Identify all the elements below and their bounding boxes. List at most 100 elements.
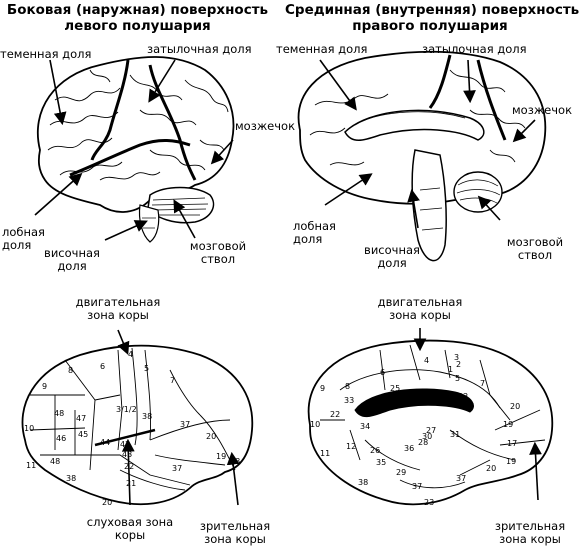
label-medial-parietal: теменная доля bbox=[276, 42, 368, 56]
label-med-visual-line1: зрительная bbox=[494, 519, 566, 533]
label-medial-temporal-line2: доля bbox=[377, 256, 407, 270]
area-39-lateral: 37 bbox=[180, 420, 191, 429]
area-22-lateral: 22 bbox=[124, 462, 135, 471]
label-medial-occipital: затылочная доля bbox=[422, 42, 527, 56]
label-lat-auditory-line1: слуховая зона bbox=[86, 515, 174, 529]
area-11-medial: 11 bbox=[320, 449, 331, 458]
area-8-medial: 8 bbox=[345, 382, 351, 391]
medial-title-line1: Срединная (внутренняя) поверхность bbox=[285, 2, 580, 18]
label-lateral-frontal-line1: лобная bbox=[2, 225, 45, 239]
label-lat-auditory-line2: коры bbox=[114, 528, 146, 542]
label-lat-visual: зрительная зона коры bbox=[195, 520, 275, 546]
area-32-medial: 33 bbox=[344, 396, 355, 405]
area-40-lateral: 38 bbox=[142, 412, 153, 421]
area-6-medial: 6 bbox=[380, 368, 386, 377]
area-29-medial: 30 bbox=[422, 432, 433, 441]
area-10-lateral: 10 bbox=[24, 424, 35, 433]
lateral-title-line2: левого полушария bbox=[64, 18, 211, 34]
medial-brain-illustration bbox=[297, 50, 547, 262]
area-46-lateral: 47 bbox=[76, 414, 87, 423]
label-med-motor: двигательная зона коры bbox=[370, 296, 470, 322]
area-4-medial: 4 bbox=[424, 356, 430, 365]
lateral-title: Боковая (наружная) поверхность левого по… bbox=[5, 2, 270, 34]
label-medial-brainstem-line2: ствол bbox=[517, 248, 553, 262]
label-lat-visual-line2: зона коры bbox=[204, 532, 266, 546]
area-5-lateral: 5 bbox=[144, 364, 150, 373]
area-4-lateral: 4 bbox=[128, 350, 134, 359]
label-lat-visual-line1: зрительная bbox=[199, 519, 271, 533]
area-5-medial: 5 bbox=[455, 374, 461, 383]
label-medial-frontal: лобная доля bbox=[293, 220, 336, 246]
label-medial-brainstem: мозговой ствол bbox=[502, 236, 568, 262]
label-lateral-frontal: лобная доля bbox=[2, 226, 45, 252]
label-lat-auditory: слуховая зона коры bbox=[80, 516, 180, 542]
area-25-medial: 26 bbox=[370, 446, 381, 455]
area-38-medial: 38 bbox=[358, 478, 369, 487]
area-20-medial: 23 bbox=[424, 498, 435, 507]
label-lat-motor-line2: зона коры bbox=[87, 308, 149, 322]
area-35-medial: 36 bbox=[404, 444, 415, 453]
area-18b-medial: 19 bbox=[506, 457, 517, 466]
area-30-medial: 31 bbox=[450, 430, 461, 439]
label-medial-frontal-line1: лобная bbox=[293, 219, 336, 233]
area-10-medial: 10 bbox=[310, 420, 321, 429]
area-23-medial: 24 bbox=[434, 396, 445, 405]
area-2-medial: 2 bbox=[456, 360, 462, 369]
area-6-lateral: 6 bbox=[100, 362, 106, 371]
label-med-visual-line2: зона коры bbox=[499, 532, 561, 546]
area-43-lateral: 44 bbox=[100, 438, 111, 447]
area-38-lateral: 38 bbox=[66, 474, 77, 483]
label-medial-temporal: височная доля bbox=[360, 244, 424, 270]
area-312-lateral: 3/1/2 bbox=[116, 405, 137, 414]
brodmann-lateral-map bbox=[21, 344, 254, 506]
label-lateral-parietal: теменная доля bbox=[0, 47, 92, 61]
lateral-title-line1: Боковая (наружная) поверхность bbox=[6, 2, 269, 18]
label-lateral-temporal-line1: височная bbox=[44, 246, 100, 260]
area-21-lateral: 21 bbox=[126, 479, 137, 488]
area-31-medial: 32 bbox=[458, 392, 469, 401]
label-medial-temporal-line1: височная bbox=[364, 243, 420, 257]
area-8-lateral: 8 bbox=[68, 366, 74, 375]
label-lateral-brainstem-line1: мозговой bbox=[189, 239, 247, 253]
label-lateral-brainstem: мозговой ствол bbox=[185, 240, 251, 266]
medial-title: Срединная (внутренняя) поверхность право… bbox=[285, 2, 580, 34]
label-lateral-brainstem-line2: ствол bbox=[200, 252, 236, 266]
label-med-motor-line2: зона коры bbox=[389, 308, 451, 322]
label-lat-motor: двигательная зона коры bbox=[68, 296, 168, 322]
area-37-medial: 37 bbox=[456, 474, 467, 483]
area-44-lateral: 45 bbox=[78, 430, 89, 439]
area-18-lateral: 19 bbox=[216, 452, 227, 461]
area-37-lateral: 37 bbox=[172, 464, 183, 473]
label-lateral-occipital: затылочная доля bbox=[147, 42, 252, 56]
area-3-medial: 3 bbox=[454, 353, 460, 362]
label-lateral-cerebellum: мозжечок bbox=[235, 119, 296, 133]
area-27-medial: 28 bbox=[418, 438, 429, 447]
area-41-lateral: 42 bbox=[120, 440, 131, 449]
area-17-lateral: 18 bbox=[230, 457, 241, 466]
label-lateral-temporal-line2: доля bbox=[57, 259, 87, 273]
label-med-motor-line1: двигательная bbox=[377, 295, 463, 309]
area-7-lateral: 7 bbox=[170, 376, 176, 385]
label-medial-frontal-line2: доля bbox=[293, 232, 323, 246]
area-19-lateral: 20 bbox=[206, 432, 217, 441]
area-18-medial: 19 bbox=[503, 420, 514, 429]
area-45-lateral: 46 bbox=[56, 434, 67, 443]
area-17-medial: 17 bbox=[507, 439, 518, 448]
label-lateral-frontal-line2: доля bbox=[2, 238, 32, 252]
label-lat-motor-line1: двигательная bbox=[75, 295, 161, 309]
brodmann-medial-map bbox=[307, 339, 554, 506]
area-9-lateral: 9 bbox=[42, 382, 48, 391]
area-33-medial: 34 bbox=[360, 422, 371, 431]
area-11-lateral: 11 bbox=[26, 461, 37, 470]
area-34-medial: 35 bbox=[376, 458, 387, 467]
area-47-lateral: 48 bbox=[50, 457, 61, 466]
area-24-medial: 25 bbox=[390, 384, 401, 393]
label-lateral-temporal: височная доля bbox=[42, 247, 102, 273]
area-28-medial: 29 bbox=[396, 468, 407, 477]
label-medial-brainstem-line1: мозговой bbox=[506, 235, 564, 249]
medial-title-line2: правого полушария bbox=[352, 18, 508, 34]
area-48-lateral: 48 bbox=[54, 409, 65, 418]
lateral-brain-illustration bbox=[36, 56, 235, 243]
area-42-lateral: 43 bbox=[122, 450, 133, 459]
